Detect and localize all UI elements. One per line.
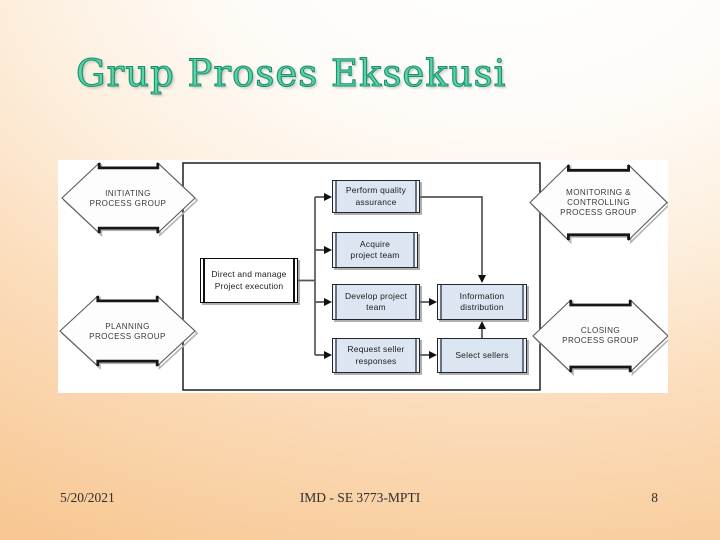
initiating-process-group-arrow: INITIATING PROCESS GROUP <box>61 161 199 238</box>
footer-page-number: 8 <box>651 490 658 505</box>
monitoring-controlling-process-group-arrow: MONITORING & CONTROLLING PROCESS GROUP <box>529 163 668 245</box>
connector-lines <box>298 196 483 356</box>
planning-process-group-arrow: PLANNING PROCESS GROUP <box>59 294 199 371</box>
planning-label-line1: PLANNING <box>105 322 150 331</box>
footer-date: 5/20/2021 <box>60 490 115 505</box>
box-develop-project-team: Develop project team <box>332 284 420 320</box>
arrowhead-to-select <box>429 351 437 359</box>
slide-title: Grup Proses Eksekusi <box>75 51 507 95</box>
box-select-sellers: Select sellers <box>437 338 527 373</box>
box-acquire-line2: project team <box>350 250 400 260</box>
initiating-label-line2: PROCESS GROUP <box>90 199 167 208</box>
box-request-line2: responses <box>355 355 397 366</box>
box-perform-quality-assurance: Perform quality assurance <box>332 180 420 213</box>
box-acquire-project-team: Acquire project team <box>332 232 418 268</box>
closing-label-line1: CLOSING <box>581 326 620 335</box>
box-acquire-line1: Acquire <box>359 238 391 249</box>
box-direct-line2: Project execution <box>214 280 284 291</box>
arrowhead-to-develop <box>324 298 332 306</box>
box-request-line1: Request seller <box>347 344 405 355</box>
initiating-label-line1: INITIATING <box>105 189 151 198</box>
monitoring-label-line2: CONTROLLING <box>567 198 630 207</box>
arrowhead-up-to-info <box>478 321 486 329</box>
closing-process-group-arrow: CLOSING PROCESS GROUP <box>532 298 668 377</box>
box-develop-line2: team <box>366 302 386 312</box>
arrowhead-to-quality <box>324 193 332 201</box>
box-quality-line1: Perform quality <box>345 185 407 196</box>
monitoring-label-line3: PROCESS GROUP <box>560 208 637 217</box>
box-info-line1: Information <box>459 290 505 301</box>
diagram-panel: INITIATING PROCESS GROUP PLANNING PROCES… <box>58 160 668 393</box>
box-quality-line2: assurance <box>355 196 397 207</box>
box-select-line1: Select sellers <box>455 349 509 360</box>
box-develop-line1: Develop project <box>344 290 408 301</box>
arrowhead-down-to-info <box>478 275 486 283</box>
arrowhead-to-acquire <box>324 246 332 254</box>
box-direct-line1: Direct and manage <box>211 269 287 280</box>
arrowhead-to-request <box>324 351 332 359</box>
box-direct-and-manage: Direct and manage Project execution <box>200 258 298 303</box>
footer-course-code: IMD - SE 3773-MPTI <box>299 490 421 505</box>
planning-label-line2: PROCESS GROUP <box>89 332 166 341</box>
box-request-seller-responses: Request seller responses <box>332 338 420 373</box>
monitoring-label-line1: MONITORING & <box>566 188 631 197</box>
box-information-distribution: Information distribution <box>437 284 527 320</box>
closing-label-line2: PROCESS GROUP <box>562 336 639 345</box>
arrowhead-to-info <box>429 298 437 306</box>
box-info-line2: distribution <box>460 302 504 312</box>
